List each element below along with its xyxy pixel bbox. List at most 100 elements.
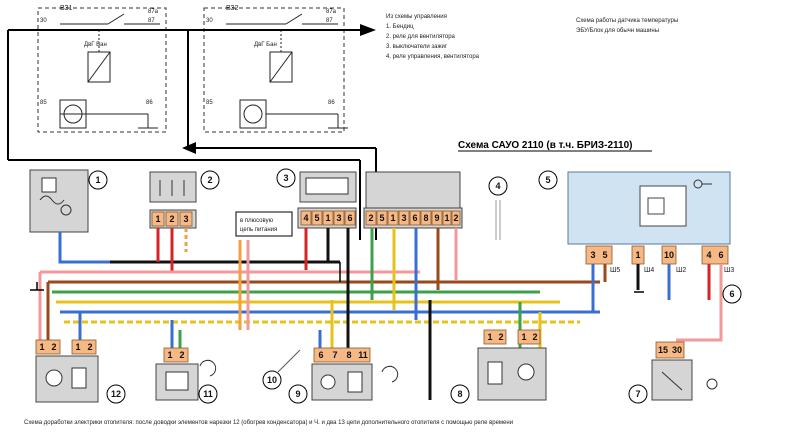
c5d-pin-1: 6 [718,250,723,260]
port-label-sh2: Ш2 [676,267,686,274]
component-11-switch: 1 2 [155,347,217,401]
badge-12-label: 12 [111,389,121,399]
legend-line-4: 4. реле управления, вентилятора [386,54,480,60]
c3-pin-3: 3 [336,213,341,223]
footer-note: Схема доработки электрики отопителя: пос… [24,420,513,426]
c3-pin-0: 4 [303,213,308,223]
motor-icon [45,369,63,387]
fan-icon [60,204,72,216]
component-9-heater-valve: 6 7 8 11 [311,347,399,401]
badge-4 [488,176,508,196]
cmain-pin-8: 2 [453,213,458,223]
note-right: Схема работы датчика температуры ЭБУ/Бло… [576,18,678,34]
c5b-pin-0: 1 [635,250,640,260]
c3-pin-4: 6 [347,213,352,223]
cmain-pin-0: 2 [368,213,373,223]
badge-3 [276,168,296,188]
callout-line-1: цепь питания [240,227,277,233]
badge-3-label: 3 [283,173,288,183]
badge-9 [288,384,308,404]
badge-11-label: 11 [203,389,213,399]
relay-1-pin-30: 30 [40,18,47,24]
cmain-pin-6: 9 [434,213,439,223]
badge-6-label: 6 [729,289,734,299]
note-right-line-0: Схема работы датчика температуры [576,18,678,24]
relay-2-pin-85: 85 [206,100,213,106]
port-label-sh4: Ш4 [644,267,654,274]
relay-1-pin-87a: 87a [148,9,159,15]
diagram-title: Схема САУО 2110 (в т.ч. БРИЗ-2110) [458,140,632,151]
badge-5 [538,170,558,190]
c2-pin-2: 2 [169,214,174,224]
badge-12 [106,384,126,404]
badge-8 [450,384,470,404]
badge-2-label: 2 [207,175,212,185]
relay-1-pin-85: 85 [40,100,47,106]
ground-symbols [30,262,644,293]
badge-2 [200,170,220,190]
c12b-pin-1: 2 [87,342,92,352]
relay-2-label: ВЗ2 [226,5,239,12]
c9-pin-1: 7 [332,350,337,360]
badge-1-label: 1 [95,175,100,185]
arrow-right-icon [360,24,376,36]
badge-5-label: 5 [545,175,550,185]
c7-pin-0: 15 [658,345,668,355]
callout-line-0: в плюсовую [240,218,274,224]
badge-11 [198,384,218,404]
relay-2-inner-label: ДвГ Бан [254,42,277,48]
rotate-icon-2 [381,365,399,383]
component-1-fan-motor [29,169,89,233]
wire-harness [38,228,723,400]
c5a-pin-1: 5 [602,250,607,260]
c7-pin-1: 30 [672,345,682,355]
relay-2-pin-87a: 87a [326,9,337,15]
c8-pin-1: 2 [498,332,503,342]
sensor-icon [320,374,336,390]
relay-1: ВЗ1 30 87a 87 85 86 ДвГ Бан [37,5,167,133]
badge-4-label: 4 [495,181,500,191]
arrow-left-icon [182,142,196,154]
c3-pin-2: 1 [325,213,330,223]
legend-line-1: 1. Бендиц [386,24,414,30]
legend-line-3: 3. выключатели зажиг [386,44,448,50]
legend-line-2: 2. реле для вентилятора [386,34,456,40]
relay-1-inner-label: ДвГ Бан [84,42,107,48]
relay-2-pin-30: 30 [206,18,213,24]
relay-2-pin-87: 87 [326,18,333,24]
c9-pin-0: 6 [318,350,323,360]
cmain-pin-4: 6 [412,213,417,223]
component-2-relay-block: 1 2 3 [149,171,197,229]
legend-top: Из схемы управления 1. Бендиц 2. реле дл… [386,14,480,60]
c12-pin-1: 2 [51,342,56,352]
c5a-pin-0: 3 [590,250,595,260]
c2-pin-3: 3 [183,214,188,224]
c12b-pin-0: 1 [75,342,80,352]
cmain-pin-5: 8 [423,213,428,223]
badge-10-label: 10 [267,375,277,385]
c9-pin-2: 8 [346,350,351,360]
cmain-pin-7: 1 [444,213,449,223]
key-icon-2 [706,378,718,390]
badge-7-label: 7 [635,389,640,399]
cmain-pin-3: 3 [401,213,406,223]
relay-1-pin-87: 87 [148,18,155,24]
c5d-pin-0: 4 [706,250,711,260]
port-label-sh3: Ш3 [724,267,734,274]
component-7-relay: 15 30 [651,341,718,401]
relay-2-pin-86: 86 [328,100,335,106]
port-label-sh5: Ш5 [610,267,620,274]
c8b-pin-0: 1 [521,332,526,342]
badge-8-label: 8 [457,389,462,399]
cmain-pin-2: 1 [390,213,395,223]
component-3-connector: 4 5 1 3 6 [297,171,357,229]
c8b-pin-1: 2 [532,332,537,342]
relay-1-pin-86: 86 [146,100,153,106]
component-12-resistor-motor: 1 2 1 2 [35,339,99,403]
badge-9-label: 9 [295,389,300,399]
c11-pin-1: 2 [179,350,184,360]
top-power-line [7,24,377,240]
note-right-line-1: ЭБУ/Блок для обычн машины [576,28,659,34]
c5c-pin-0: 10 [664,250,674,260]
c8-pin-0: 1 [487,332,492,342]
